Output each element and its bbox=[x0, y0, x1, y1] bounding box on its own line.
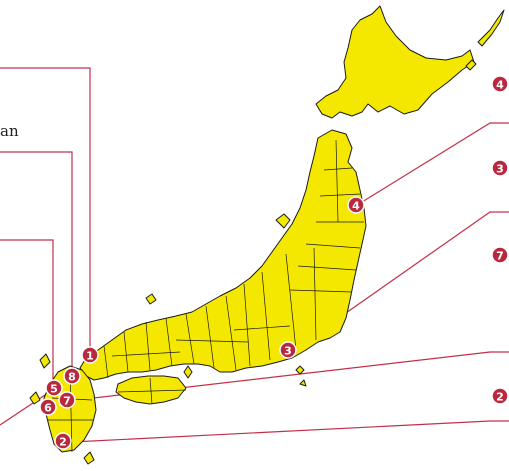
sado-island bbox=[275, 213, 291, 229]
cropped-label-text: an bbox=[0, 122, 19, 140]
map-marker-3: 3 bbox=[279, 341, 297, 359]
hokkaido bbox=[315, 5, 475, 119]
map-marker-4: 4 bbox=[347, 196, 365, 214]
right-edge-markers: 4 3 7 2 bbox=[491, 75, 509, 405]
map-marker-2-number: 2 bbox=[59, 436, 67, 449]
leader-line-8 bbox=[0, 151, 73, 368]
leader-line-2 bbox=[71, 420, 509, 443]
edge-marker-2: 2 bbox=[491, 387, 509, 405]
map-marker-1-number: 1 bbox=[86, 350, 94, 363]
island-north-1 bbox=[477, 9, 505, 47]
map-markers: 1 8 5 6 7 2 3 bbox=[39, 196, 365, 450]
leader-line-5 bbox=[0, 239, 54, 381]
leader-line-1 bbox=[0, 67, 91, 347]
leader-lines-left bbox=[0, 67, 91, 426]
island-north-2 bbox=[465, 59, 477, 71]
map-marker-4-number: 4 bbox=[352, 200, 360, 213]
awaji-island bbox=[183, 365, 193, 379]
map-marker-6: 6 bbox=[39, 398, 57, 416]
land-masses bbox=[29, 5, 505, 465]
leader-lines-right bbox=[71, 122, 509, 443]
map-marker-7-number: 7 bbox=[63, 395, 71, 408]
edge-marker-3-number: 3 bbox=[496, 163, 504, 176]
map-marker-1: 1 bbox=[81, 346, 99, 364]
map-marker-8-number: 8 bbox=[68, 371, 76, 384]
izu-island-1 bbox=[295, 365, 305, 375]
map-marker-2: 2 bbox=[54, 432, 72, 450]
izu-island-2 bbox=[299, 379, 307, 387]
map-marker-6-number: 6 bbox=[44, 402, 52, 415]
map-marker-3-number: 3 bbox=[284, 345, 292, 358]
leader-line-7 bbox=[75, 351, 509, 401]
goto-islands bbox=[29, 391, 41, 405]
edge-marker-4: 4 bbox=[491, 75, 509, 93]
leader-line-4 bbox=[361, 122, 509, 203]
edge-marker-3: 3 bbox=[491, 159, 509, 177]
edge-marker-2-number: 2 bbox=[496, 391, 504, 404]
map-marker-7: 7 bbox=[58, 391, 76, 409]
map-marker-5: 5 bbox=[45, 379, 63, 397]
oki-islands bbox=[145, 293, 157, 305]
tanegashima bbox=[83, 451, 95, 465]
edge-marker-7: 7 bbox=[491, 246, 509, 264]
map-marker-5-number: 5 bbox=[50, 383, 58, 396]
map-marker-8: 8 bbox=[63, 367, 81, 385]
honshu bbox=[79, 129, 367, 381]
tsushima bbox=[39, 353, 51, 369]
edge-marker-7-number: 7 bbox=[496, 250, 504, 263]
leader-line-3 bbox=[295, 211, 509, 349]
edge-marker-4-number: 4 bbox=[496, 79, 504, 92]
